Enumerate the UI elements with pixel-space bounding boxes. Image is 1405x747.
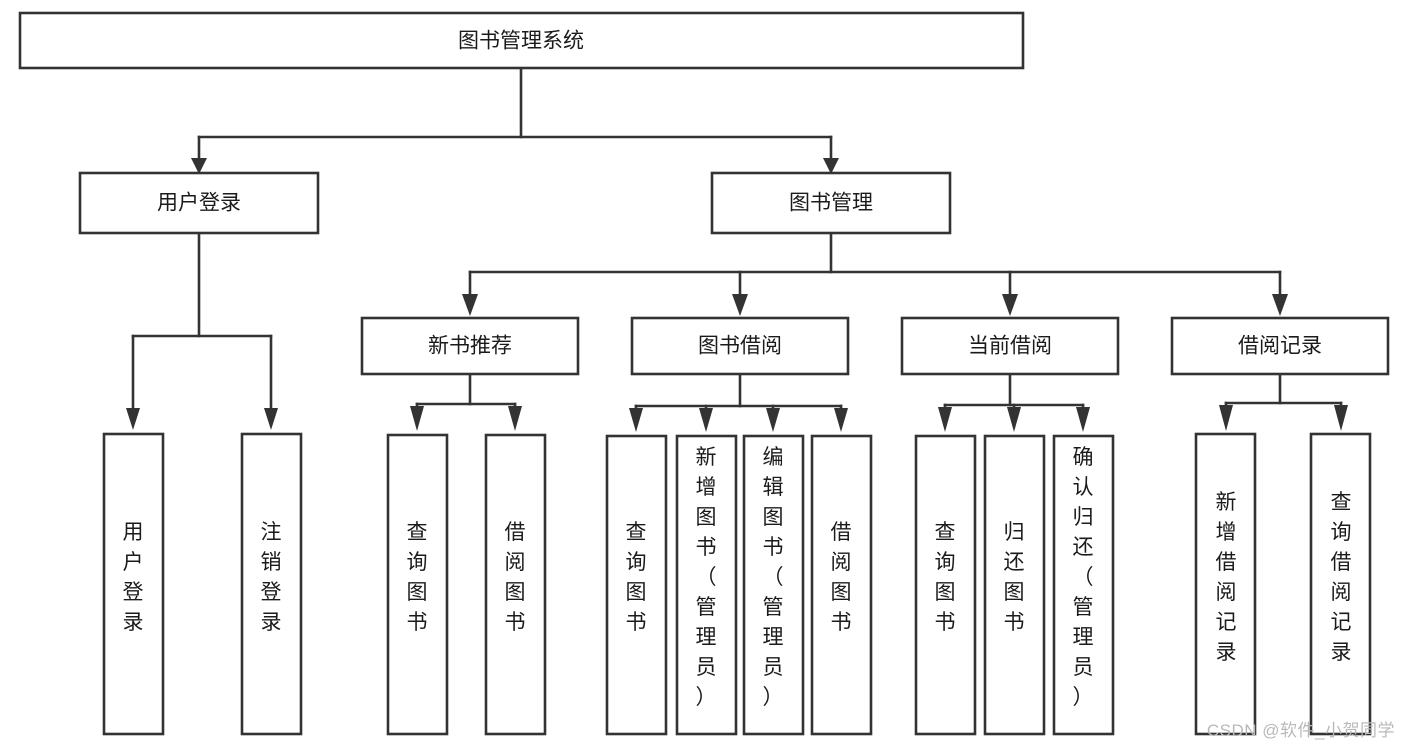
node-current-borrow-box[interactable] <box>900 316 1120 376</box>
node-leaf-edit-book-label: 编辑图书（管理员） <box>763 446 784 709</box>
node-leaf-borrow-book-2[interactable]: 借阅图书 <box>810 434 873 736</box>
node-leaf-add-book-box[interactable] <box>675 434 738 736</box>
node-leaf-add-record[interactable]: 新增借阅记录 <box>1194 432 1257 736</box>
arrow-leaf-query-book-1-icon <box>410 406 424 431</box>
node-leaf-add-record-label: 新增借阅记录 <box>1216 491 1237 664</box>
node-user-login-label: 用户登录 <box>157 192 241 215</box>
node-book-borrow[interactable]: 图书借阅 <box>630 316 850 376</box>
arrow-user-login-icon <box>191 158 207 174</box>
node-root-box[interactable] <box>18 11 1025 70</box>
node-leaf-query-book-3[interactable]: 查询图书 <box>914 434 977 736</box>
node-borrow-record-box[interactable] <box>1170 316 1390 376</box>
connectors-layer <box>126 66 1348 432</box>
node-leaf-borrow-book-1-label: 借阅图书 <box>505 521 526 634</box>
node-leaf-query-book-3-label: 查询图书 <box>935 521 956 634</box>
arrow-borrow-record-icon <box>1272 294 1288 316</box>
node-leaf-add-book-label: 新增图书（管理员） <box>696 446 717 709</box>
arrow-leaf-add-book-icon <box>699 408 713 432</box>
node-leaf-query-book-1[interactable]: 查询图书 <box>386 433 449 736</box>
arrow-leaf-confirm-return-icon <box>1076 407 1090 432</box>
node-leaf-borrow-book-1-box[interactable] <box>484 433 547 736</box>
node-user-login-box[interactable] <box>78 171 320 235</box>
node-book-management-label: 图书管理 <box>789 192 873 215</box>
node-book-management[interactable]: 图书管理 <box>710 171 952 235</box>
node-borrow-record-label: 借阅记录 <box>1238 335 1322 358</box>
node-new-book-recommend-box[interactable] <box>360 316 580 376</box>
node-root-label: 图书管理系统 <box>458 30 584 53</box>
node-leaf-logout-label: 注销登录 <box>261 521 282 634</box>
arrow-new-book-icon <box>462 294 478 316</box>
arrow-book-management-icon <box>823 158 839 174</box>
node-book-management-box[interactable] <box>710 171 952 235</box>
node-leaf-logout-box[interactable] <box>240 432 303 736</box>
node-leaf-edit-book-box[interactable] <box>742 434 805 736</box>
node-leaf-borrow-book-1[interactable]: 借阅图书 <box>484 433 547 736</box>
node-book-borrow-box[interactable] <box>630 316 850 376</box>
node-leaf-edit-book[interactable]: 编辑图书（管理员） <box>742 434 805 736</box>
node-leaf-query-book-1-box[interactable] <box>386 433 449 736</box>
arrow-leaf-add-record-icon <box>1219 405 1233 431</box>
node-leaf-return-book-box[interactable] <box>983 434 1046 736</box>
node-leaf-query-record-label: 查询借阅记录 <box>1331 491 1352 664</box>
node-leaf-query-book-2-label: 查询图书 <box>626 521 647 634</box>
node-leaf-return-book-label: 归还图书 <box>1004 521 1025 634</box>
arrow-leaf-user-login-icon <box>126 408 140 430</box>
node-leaf-return-book[interactable]: 归还图书 <box>983 434 1046 736</box>
node-current-borrow-label: 当前借阅 <box>968 335 1052 358</box>
node-new-book-recommend[interactable]: 新书推荐 <box>360 316 580 376</box>
arrow-book-borrow-icon <box>732 294 748 316</box>
arrow-leaf-query-book-2-icon <box>629 408 643 432</box>
node-leaf-query-book-2[interactable]: 查询图书 <box>605 434 668 736</box>
node-leaf-confirm-return-label: 确认归还（管理员） <box>1073 446 1094 709</box>
node-leaf-query-record[interactable]: 查询借阅记录 <box>1309 432 1372 736</box>
node-leaf-user-login-box[interactable] <box>102 432 165 736</box>
arrow-leaf-edit-book-icon <box>766 408 780 432</box>
node-leaf-borrow-book-2-box[interactable] <box>810 434 873 736</box>
node-borrow-record[interactable]: 借阅记录 <box>1170 316 1390 376</box>
node-leaf-query-book-1-label: 查询图书 <box>407 521 428 634</box>
arrow-leaf-borrow-book-1-icon <box>508 406 522 431</box>
node-user-login[interactable]: 用户登录 <box>78 171 320 235</box>
node-leaf-user-login-label: 用户登录 <box>123 521 144 634</box>
arrow-leaf-query-record-icon <box>1334 405 1348 431</box>
node-leaf-confirm-return[interactable]: 确认归还（管理员） <box>1052 434 1115 736</box>
arrow-current-borrow-icon <box>1002 294 1018 316</box>
node-leaf-query-book-2-box[interactable] <box>605 434 668 736</box>
node-leaf-add-record-box[interactable] <box>1194 432 1257 736</box>
arrow-leaf-borrow-book-2-icon <box>834 408 848 432</box>
node-leaf-logout[interactable]: 注销登录 <box>240 432 303 736</box>
node-leaf-query-record-box[interactable] <box>1309 432 1372 736</box>
node-root[interactable]: 图书管理系统 <box>18 11 1025 70</box>
node-book-borrow-label: 图书借阅 <box>698 335 782 358</box>
node-current-borrow[interactable]: 当前借阅 <box>900 316 1120 376</box>
arrow-leaf-logout-icon <box>264 408 278 430</box>
arrow-leaf-query-book-3-icon <box>938 407 952 432</box>
arrow-leaf-return-book-icon <box>1007 407 1021 432</box>
node-leaf-query-book-3-box[interactable] <box>914 434 977 736</box>
node-leaf-user-login[interactable]: 用户登录 <box>102 432 165 736</box>
node-new-book-recommend-label: 新书推荐 <box>428 335 512 358</box>
node-leaf-borrow-book-2-label: 借阅图书 <box>831 521 852 634</box>
node-leaf-add-book[interactable]: 新增图书（管理员） <box>675 434 738 736</box>
node-leaf-confirm-return-box[interactable] <box>1052 434 1115 736</box>
